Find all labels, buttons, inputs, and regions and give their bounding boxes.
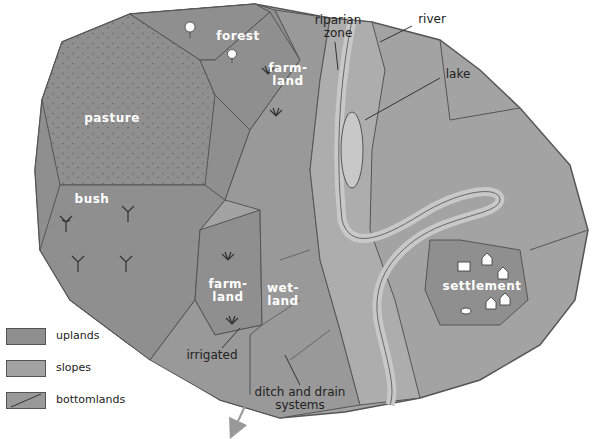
ditch-lines: [262, 250, 330, 360]
legend-label: slopes: [56, 361, 91, 374]
leader-lines: [222, 26, 440, 385]
river: [339, 20, 500, 405]
river-centre: [339, 20, 500, 405]
catchment-outline: [35, 4, 588, 418]
region-name: wet-land: [263, 282, 303, 308]
irrigated-farmland: [195, 210, 262, 335]
region-name: farm-land: [208, 278, 248, 304]
feature-label: ditch and drain systems: [240, 386, 360, 412]
slope-boundary: [530, 230, 588, 250]
region-name: farm-land: [267, 62, 309, 88]
wetland-boundary: [250, 325, 262, 395]
legend-label: bottomlands: [56, 393, 125, 406]
riparian-zone: [310, 18, 420, 405]
settlement-area: [425, 240, 528, 325]
region-name: bush: [67, 193, 117, 206]
hatch-mark: [7, 393, 45, 408]
bush-symbols: [60, 206, 134, 272]
feature-label: river: [410, 13, 454, 26]
feature-label: lake: [438, 68, 478, 81]
feature-label: riparian zone: [303, 14, 373, 40]
region-name: forest: [208, 30, 268, 43]
lake: [341, 112, 363, 188]
legend-swatch: [6, 360, 46, 377]
legend-label: uplands: [56, 329, 99, 342]
outflow-arrow: [234, 395, 250, 430]
legend-swatch: [6, 392, 46, 409]
region-name: settlement: [437, 280, 527, 293]
feature-label: irrigated: [177, 349, 247, 362]
region-name: pasture: [72, 112, 152, 125]
legend-swatch: [6, 328, 46, 345]
